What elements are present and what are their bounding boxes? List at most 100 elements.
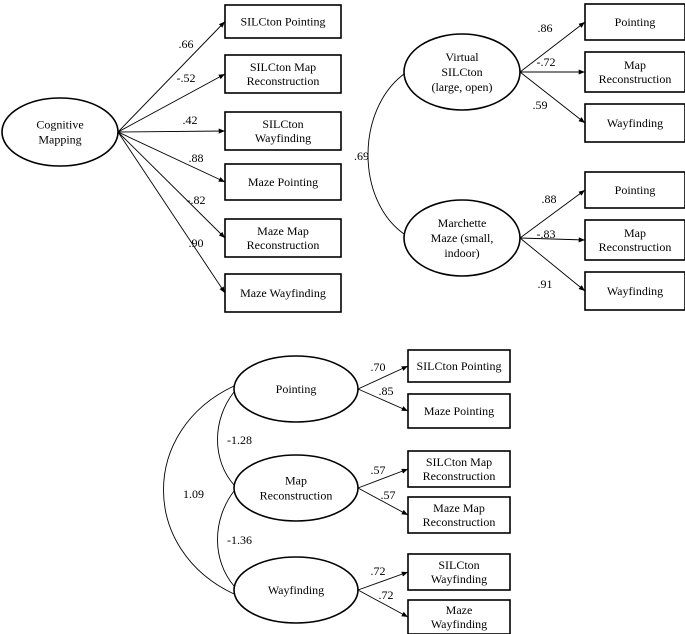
labels-layer: .66-.52.42.88-.82.90.86-.72.59.88-.83.91… <box>177 21 557 602</box>
indicator-b_sp-box <box>407 349 511 383</box>
loading-value-mm_p: .88 <box>542 192 557 206</box>
node-label-line: Maze (small, <box>431 231 494 245</box>
indicator-mmr-box <box>224 218 342 258</box>
correlation-value-pt-mr: -1.28 <box>227 433 252 447</box>
node-label-line: Maze Pointing <box>248 175 318 189</box>
indicator-sp-box <box>224 4 342 39</box>
loading-value-mw: .90 <box>189 236 204 250</box>
loading-value-sp: .66 <box>179 37 194 51</box>
node-label-line: SILCton <box>441 65 482 79</box>
loading-value-b_sw: .72 <box>371 564 386 578</box>
correlation-curve-mr-wf <box>217 490 235 587</box>
indicator-sw-box <box>224 111 342 151</box>
node-label-line: Reconstruction <box>247 238 320 252</box>
node-label-line: Maze Map <box>433 501 485 515</box>
node-label-line: Maze <box>446 603 473 617</box>
indicator-mm_w-box <box>584 271 685 311</box>
loading-arrow-pt-b_sp <box>357 365 409 390</box>
node-label-line: (large, open) <box>431 80 492 94</box>
node-label-line: SILCton Pointing <box>416 359 501 373</box>
loading-arrow-wf-b_sw <box>357 571 409 591</box>
latent-vs-ellipse <box>403 33 521 111</box>
node-label-line: Reconstruction <box>423 469 496 483</box>
correlation-curve-vs-mm <box>367 73 405 235</box>
latent-wf-ellipse <box>233 556 359 624</box>
latent-cog-ellipse <box>1 97 119 167</box>
node-label-line: Map <box>624 58 646 72</box>
node-label-line: indoor) <box>444 246 479 260</box>
loading-arrow-vs-vs_w <box>519 71 586 124</box>
correlation-value-vs-mm: .69 <box>354 149 369 163</box>
loading-value-b_smr: .57 <box>371 463 386 477</box>
latent-mm-ellipse <box>403 199 521 277</box>
node-label-line: Pointing <box>615 183 656 197</box>
node-label-line: Mapping <box>38 133 81 147</box>
node-label-line: SILCton <box>438 558 479 572</box>
node-label-line: SILCton <box>262 117 303 131</box>
indicator-mw-box <box>224 273 342 313</box>
loading-value-vs_w: .59 <box>533 98 548 112</box>
indicator-b_smr-box <box>407 450 511 488</box>
node-label-line: Pointing <box>276 382 317 396</box>
indicator-vs_p-box <box>584 3 685 41</box>
indicator-b_mmr-box <box>407 496 511 534</box>
loading-value-b_mw: .72 <box>379 588 394 602</box>
node-label-line: Map <box>624 226 646 240</box>
loading-arrow-vs-vs_p <box>519 21 586 73</box>
correlation-value-mr-wf: -1.36 <box>227 533 252 547</box>
node-label-line: Reconstruction <box>260 489 333 503</box>
loading-value-vs_p: .86 <box>538 21 553 35</box>
correlation-curve-pt-mr <box>217 391 235 486</box>
loading-value-mmr: -.82 <box>187 193 206 207</box>
loading-arrow-cog-mmr <box>117 131 226 239</box>
loading-value-mp: .88 <box>189 151 204 165</box>
loading-value-b_mmr: .57 <box>381 488 396 502</box>
indicator-mp-box <box>224 163 342 201</box>
node-label-line: Marchette <box>438 216 487 230</box>
loading-arrow-wf-b_mw <box>357 589 409 618</box>
indicator-vs_m-box <box>584 51 685 93</box>
node-label-line: Reconstruction <box>423 515 496 529</box>
indicator-b_mp-box <box>407 393 511 429</box>
loading-arrow-cog-mp <box>117 131 226 183</box>
node-label-line: Reconstruction <box>599 72 672 86</box>
loading-value-b_sp: .70 <box>371 360 386 374</box>
node-label-line: Maze Wayfinding <box>240 286 326 300</box>
loading-arrow-cog-sw <box>117 128 226 134</box>
loading-arrow-mr-b_mmr <box>357 487 409 516</box>
loading-arrow-mm-mm_p <box>519 189 586 239</box>
node-label-line: Maze Pointing <box>424 404 494 418</box>
node-label-line: Wayfinding <box>255 131 311 145</box>
indicator-b_mw-box <box>407 599 511 634</box>
indicator-b_sw-box <box>407 553 511 591</box>
node-label-line: Wayfinding <box>607 116 663 130</box>
indicator-vs_w-box <box>584 103 685 143</box>
node-label-line: Pointing <box>615 15 656 29</box>
node-label-line: Map <box>285 474 307 488</box>
loading-value-smr: -.52 <box>177 71 196 85</box>
node-label-line: Wayfinding <box>607 284 663 298</box>
correlation-curve-pt-wf <box>163 385 235 595</box>
node-label-line: SILCton Pointing <box>240 15 325 29</box>
edges-layer <box>117 21 586 618</box>
loading-arrow-pt-b_mp <box>357 388 409 412</box>
node-label-line: Wayfinding <box>431 617 487 631</box>
loading-value-vs_m: -.72 <box>537 55 556 69</box>
loading-value-b_mp: .85 <box>379 384 394 398</box>
loading-arrow-mm-mm_m <box>519 237 586 243</box>
node-label-line: Cognitive <box>36 118 83 132</box>
loading-value-sw: .42 <box>183 113 198 127</box>
node-label-line: Reconstruction <box>599 240 672 254</box>
node-label-line: Reconstruction <box>247 74 320 88</box>
correlation-value-pt-wf: 1.09 <box>183 487 204 501</box>
indicator-mm_m-box <box>584 219 685 261</box>
indicator-mm_p-box <box>584 171 685 209</box>
loading-arrow-cog-mw <box>117 131 226 294</box>
node-label-line: SILCton Map <box>426 455 492 469</box>
loading-arrow-mr-b_smr <box>357 468 409 489</box>
latent-pt-ellipse <box>233 355 359 423</box>
node-label-line: Wayfinding <box>431 572 487 586</box>
loading-value-mm_m: -.83 <box>537 227 556 241</box>
